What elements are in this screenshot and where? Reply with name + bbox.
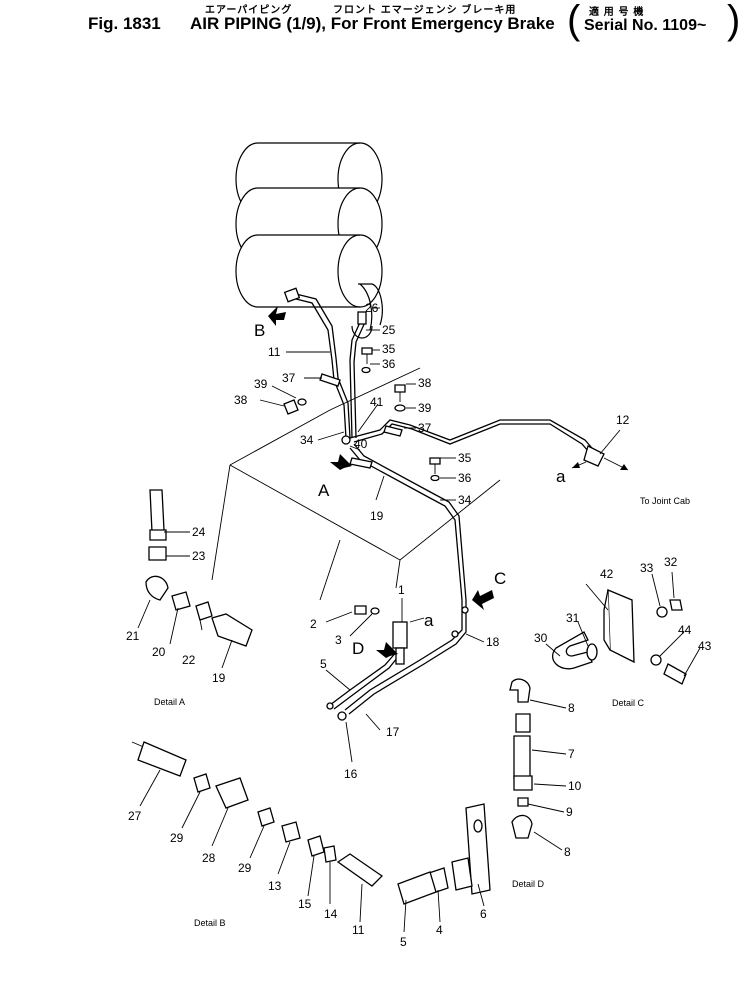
callout-10: 10	[568, 779, 582, 793]
frame-outline	[211, 367, 501, 601]
callout-42: 42	[600, 567, 614, 581]
caption-detail-d: Detail D	[512, 879, 545, 889]
serial-number: Serial No. 1109~	[584, 17, 707, 34]
callout-19a: 19	[370, 509, 384, 523]
callout-14: 14	[324, 907, 338, 921]
left-paren: (	[567, 0, 581, 42]
view-marker-a-lower-1: a	[556, 467, 566, 486]
callout-37b: 37	[418, 421, 432, 435]
view-arrows	[268, 306, 629, 658]
captions: Detail A Detail B Detail C Detail D To J…	[154, 496, 690, 928]
callout-24: 24	[192, 525, 206, 539]
arrow-a-icon	[330, 454, 352, 470]
arrow-b-icon	[268, 306, 286, 326]
caption-to-joint-cab: To Joint Cab	[640, 496, 690, 506]
callout-29b: 29	[238, 861, 252, 875]
view-marker-letters: B A C D a a	[254, 321, 566, 658]
callout-numbers: 26 25 35 36 11 37 39 38 38 39 37 41 34 4…	[126, 301, 712, 949]
callout-34b: 34	[458, 493, 472, 507]
callout-12: 12	[616, 413, 630, 427]
callout-19b: 19	[212, 671, 226, 685]
callout-18: 18	[486, 635, 500, 649]
air-piping	[283, 287, 605, 721]
caption-detail-c: Detail C	[612, 698, 645, 708]
view-marker-a: A	[318, 481, 330, 500]
callout-5a: 5	[320, 657, 327, 671]
callout-29a: 29	[170, 831, 184, 845]
callout-35a: 35	[382, 342, 396, 356]
callout-8b: 8	[564, 845, 571, 859]
callout-11b: 11	[352, 923, 365, 937]
callout-36b: 36	[458, 471, 472, 485]
detail-a	[145, 489, 253, 647]
applicable-label: 適 用 号 機	[589, 7, 645, 18]
callout-8a: 8	[568, 701, 575, 715]
callout-31: 31	[566, 611, 580, 625]
leader-lines	[137, 307, 701, 933]
detail-d	[397, 678, 533, 905]
callout-37a: 37	[282, 371, 296, 385]
title-japanese-1: エアーパイピング	[205, 5, 293, 16]
callout-7: 7	[568, 747, 575, 761]
detail-c	[551, 589, 687, 685]
callout-4: 4	[436, 923, 443, 937]
callout-39b: 39	[418, 401, 432, 415]
callout-40: 40	[354, 437, 368, 451]
callout-32: 32	[664, 555, 678, 569]
caption-detail-b: Detail B	[194, 918, 226, 928]
callout-33: 33	[640, 561, 654, 575]
callout-43: 43	[698, 639, 712, 653]
callout-5b: 5	[400, 935, 407, 949]
view-marker-d: D	[352, 639, 364, 658]
air-tanks	[235, 142, 383, 339]
callout-11a: 11	[268, 345, 281, 359]
callout-41: 41	[370, 395, 384, 409]
arrow-d-icon	[376, 642, 398, 658]
callout-2: 2	[310, 617, 317, 631]
right-paren: )	[727, 0, 741, 42]
view-marker-b: B	[254, 321, 265, 340]
callout-22: 22	[182, 653, 196, 667]
title-japanese-2: フロント エマージェンシ ブレーキ用	[333, 5, 517, 16]
callout-28: 28	[202, 851, 216, 865]
view-marker-a-lower-2: a	[424, 611, 434, 630]
view-marker-c: C	[494, 569, 506, 588]
callout-17: 17	[386, 725, 400, 739]
callout-38b: 38	[418, 376, 432, 390]
callout-25: 25	[382, 323, 396, 337]
callout-36a: 36	[382, 357, 396, 371]
callout-6: 6	[480, 907, 487, 921]
callout-35b: 35	[458, 451, 472, 465]
callout-30: 30	[534, 631, 548, 645]
arrow-c-icon	[472, 590, 494, 610]
figure-title: AIR PIPING (1/9), For Front Emergency Br…	[190, 14, 555, 33]
callout-23: 23	[192, 549, 206, 563]
callout-26: 26	[365, 301, 379, 315]
callout-16: 16	[344, 767, 358, 781]
caption-detail-a: Detail A	[154, 697, 185, 707]
callout-44: 44	[678, 623, 692, 637]
callout-13: 13	[268, 879, 282, 893]
callout-1: 1	[398, 583, 405, 597]
callout-20: 20	[152, 645, 166, 659]
figure-number: Fig. 1831	[88, 14, 161, 33]
callout-21: 21	[126, 629, 140, 643]
callout-9: 9	[566, 805, 573, 819]
callout-3: 3	[335, 633, 342, 647]
callout-27: 27	[128, 809, 142, 823]
callout-39a: 39	[254, 377, 268, 391]
callout-34a: 34	[300, 433, 314, 447]
detail-b	[131, 741, 384, 887]
callout-38a: 38	[234, 393, 248, 407]
callout-15: 15	[298, 897, 312, 911]
